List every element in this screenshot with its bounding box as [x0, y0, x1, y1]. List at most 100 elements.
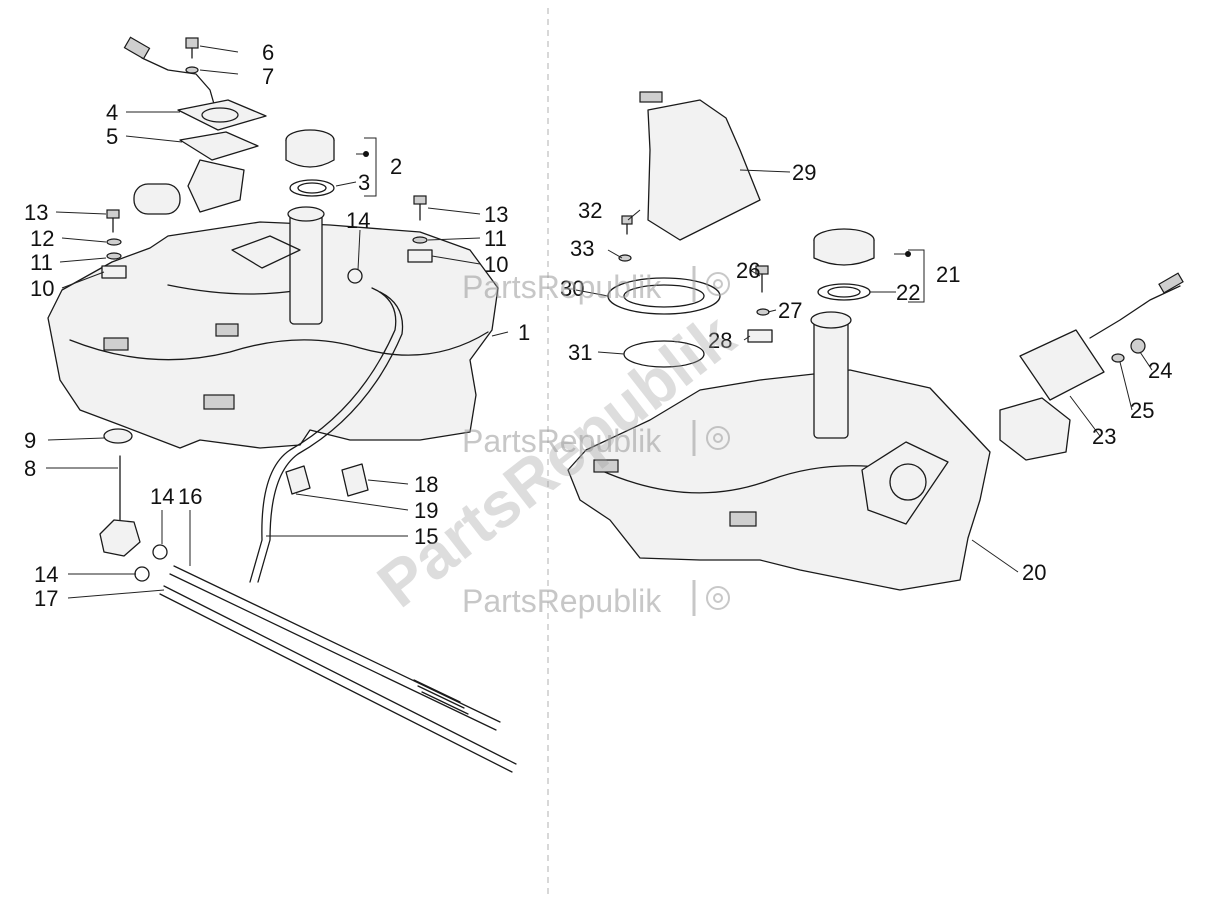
watermark-gear-icon: [692, 420, 730, 456]
callout: 24: [1148, 358, 1172, 383]
sender-cable: [1089, 285, 1181, 339]
sender-float: [999, 397, 1071, 461]
callout: 25: [1130, 398, 1154, 423]
pump-cover-plate: [177, 99, 267, 131]
callout: 13: [24, 200, 48, 225]
screw-6: [185, 37, 199, 49]
callout: 7: [262, 64, 274, 89]
bolt-13-right: [413, 195, 427, 205]
callout: 28: [708, 328, 732, 353]
right-filler-neck-top: [810, 311, 852, 329]
callout: 22: [896, 280, 920, 305]
callout: 14: [150, 484, 174, 509]
cap-gasket: [289, 179, 335, 197]
callout-labels: 1 2 3 4 5 6 7 8 9 10 10 11 11 12 13 13 1…: [24, 40, 1172, 611]
right-bracket: [729, 511, 757, 527]
nut-24: [1130, 338, 1146, 354]
left-small-parts: [99, 36, 517, 773]
washer-27: [756, 308, 770, 316]
washer-11-right: [412, 236, 428, 244]
callout: 32: [578, 198, 602, 223]
callout: 11: [30, 250, 53, 275]
callout: 14: [34, 562, 58, 587]
right-bracket-b: [593, 459, 619, 473]
sender-unit-23: [1019, 329, 1105, 401]
pump-cover-ring: [201, 107, 239, 123]
bracket-10-left: [101, 265, 127, 279]
fuel-cap-side: [285, 140, 335, 168]
fuel-pump-29-plug: [639, 91, 663, 103]
callout: 30: [560, 276, 584, 301]
callout: 8: [24, 456, 36, 481]
callout: 1: [518, 320, 530, 345]
hose-16-b: [169, 573, 497, 731]
callout: 16: [178, 484, 202, 509]
lock-ring-30-inner: [623, 284, 705, 308]
callout: 2: [390, 154, 402, 179]
cap-gasket-inner: [297, 182, 327, 194]
callout: 31: [568, 340, 592, 365]
callout: 21: [936, 262, 960, 287]
callout: 23: [1092, 424, 1116, 449]
fuel-pump-body: [187, 159, 245, 213]
callout: 29: [792, 160, 816, 185]
callout: 19: [414, 498, 438, 523]
left-filler-neck: [289, 211, 323, 325]
right-filler-neck: [813, 317, 849, 439]
hose-17: [163, 585, 517, 765]
hose-spring: [413, 679, 469, 715]
left-tank-ridge-2: [167, 284, 301, 295]
left-bracket-c: [203, 394, 235, 410]
sender-connector: [1158, 272, 1184, 294]
clamp-9: [103, 428, 133, 444]
right-tank-pump-seat: [861, 441, 949, 525]
left-tank-ridge: [69, 331, 489, 361]
callout: 26: [736, 258, 760, 283]
left-fuel-tank: [47, 221, 499, 449]
bracket-28: [747, 329, 773, 343]
callout: 6: [262, 40, 274, 65]
watermark-gear-icon: [692, 580, 730, 616]
washer-7: [185, 66, 199, 74]
watermark-text: PartsRepublik: [462, 583, 662, 619]
callout: 12: [30, 226, 54, 251]
callout: 3: [358, 170, 370, 195]
cap-gasket-22-inner: [827, 286, 861, 298]
hose-16: [173, 565, 501, 723]
clamp-14-a: [152, 544, 168, 560]
right-tank-ridge: [599, 465, 901, 494]
vent-hose-inner: [257, 291, 404, 583]
clamp-14-b: [134, 566, 150, 582]
callout: 14: [346, 208, 370, 233]
callout: 4: [106, 100, 118, 125]
watermark-text: PartsRepublik: [462, 423, 662, 459]
left-fuel-tank-assembly: [47, 206, 499, 583]
left-tank-pump-seat: [231, 235, 301, 269]
fuel-pump-cylinder: [133, 183, 181, 215]
fuel-cap-21-side: [813, 240, 875, 266]
washer-12: [106, 238, 122, 246]
screw-32: [621, 215, 633, 225]
callout: 27: [778, 298, 802, 323]
callout: 17: [34, 586, 58, 611]
washer-33: [618, 254, 632, 262]
callout: 10: [484, 252, 508, 277]
clamp-14-top: [347, 268, 363, 284]
watermark-text: PartsRepublik: [462, 269, 662, 305]
callout: 11: [484, 226, 507, 251]
connector-plug: [123, 36, 151, 60]
watermark-gear-icon: [692, 266, 730, 302]
callout: 13: [484, 202, 508, 227]
clip-19: [285, 465, 311, 495]
leader-lines: [46, 45, 1153, 599]
left-bracket-b: [215, 323, 239, 337]
left-bracket-a: [103, 337, 129, 351]
fuel-pump-29: [647, 99, 761, 241]
hose-17-b: [159, 593, 513, 773]
left-filler-neck-top: [287, 206, 325, 222]
bracket-10-right: [407, 249, 433, 263]
vent-hose: [249, 287, 397, 583]
callout: 20: [1022, 560, 1046, 585]
callout: 5: [106, 124, 118, 149]
